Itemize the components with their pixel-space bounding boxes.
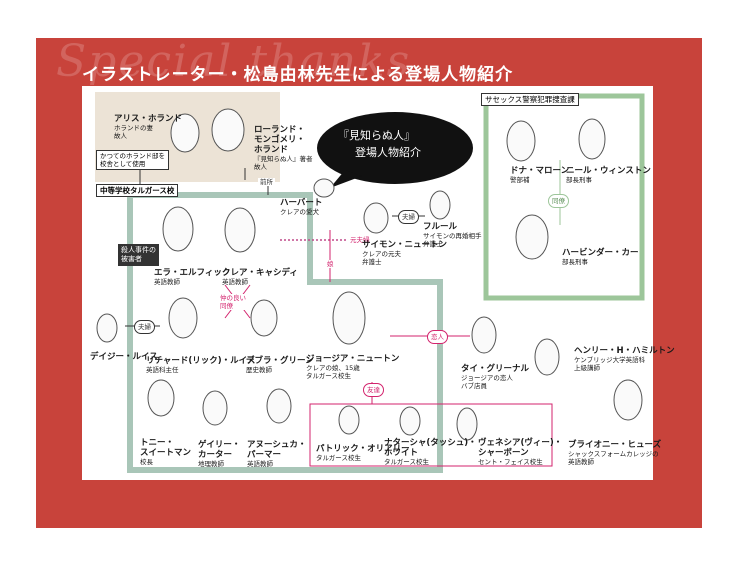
- portrait-tony: [147, 379, 175, 417]
- portrait-clare: [224, 207, 256, 253]
- sussex-police-label: サセックス警察犯罪捜査課: [481, 93, 579, 106]
- char-gary: ゲイリー・ カーター地理教師: [198, 440, 241, 468]
- speech-bubble: [317, 112, 473, 184]
- portrait-gary: [202, 390, 228, 426]
- char-venetia: ヴェネシア(ヴィー)・ シャーボーンセント・フェイス校生: [478, 438, 563, 466]
- char-roland: ローランド・ モンゴメリ・ ホランド『見知らぬ人』著者 故人: [254, 125, 313, 171]
- char-natasha: ナターシャ(タッシュ)・ ホワイトタルガース校生: [384, 438, 477, 466]
- murder-victim-label: 殺人事件の 被害者: [118, 244, 159, 266]
- school-box: [127, 192, 443, 473]
- portrait-debra: [250, 299, 278, 337]
- speech-line-1: 『見知らぬ人』: [338, 129, 415, 142]
- portrait-herbert: [313, 178, 335, 198]
- speech-tail: [330, 170, 362, 188]
- char-daisy: デイジー・ルイス: [90, 352, 158, 362]
- portrait-ella: [162, 206, 194, 252]
- portrait-simon: [363, 202, 389, 234]
- char-alice: アリス・ホランドホランドの妻 故人: [114, 114, 183, 140]
- portrait-neil: [578, 118, 606, 160]
- char-herbert: ハーバートクレアの愛犬: [280, 198, 323, 216]
- watermark-text: Special thanks: [56, 36, 412, 87]
- portrait-rick: [168, 297, 198, 339]
- char-ella: エラ・エルフィック英語教師: [154, 268, 231, 286]
- page-title: イラストレーター・松島由林先生による登場人物紹介: [82, 65, 514, 85]
- portrait-anastasia: [266, 388, 292, 424]
- colleague-tag-police: 同僚: [548, 194, 569, 208]
- portrait-ty: [471, 316, 497, 354]
- portrait-daisy: [96, 313, 118, 343]
- lovers-tag: 恋人: [427, 330, 448, 344]
- former-tag: 前所: [258, 178, 275, 186]
- char-clare: クレア・キャシディ英語教師: [222, 268, 298, 286]
- char-henry: ヘンリー・H・ハミルトンケンブリッジ大学英語科 上級講師: [574, 346, 675, 372]
- portrait-natasha: [399, 406, 421, 436]
- ex-couple-tag: 元夫婦: [348, 236, 372, 244]
- portrait-venetia: [456, 407, 478, 441]
- couple-tag-rick: 夫婦: [134, 320, 155, 334]
- portrait-georgia: [332, 291, 366, 345]
- couple-tag-simon: 夫婦: [398, 210, 419, 224]
- char-fleur: フルールサイモンの再婚相手 弁護士: [423, 222, 482, 248]
- char-debra: デブラ・グリーン歴史教師: [246, 356, 314, 374]
- portrait-alice: [170, 113, 200, 153]
- char-ty: タイ・グリーナルジョージアの恋人 バブ店員: [461, 364, 530, 390]
- close-colleague-tag: 仲の良い 同僚: [218, 294, 248, 310]
- friends-tag: 友達: [363, 383, 384, 397]
- portrait-bryony: [613, 379, 643, 421]
- char-harbinder: ハービンダー・カー部長刑事: [562, 248, 639, 266]
- daughter-tag: 娘: [325, 260, 336, 268]
- portrait-harbinder: [515, 214, 549, 260]
- portrait-henry: [534, 338, 560, 376]
- portrait-roland: [211, 108, 245, 152]
- char-donna: ドナ・マローン警部補: [510, 166, 570, 184]
- students-box: [309, 403, 553, 467]
- ownership-note: かつてのホランド邸を 校舎として使用: [96, 150, 169, 170]
- char-rick: リチャード(リック)・ルイス英語科主任: [146, 356, 256, 374]
- char-georgia: ジョージア・ニュートンクレアの娘、15歳 タルガース校生: [306, 354, 400, 380]
- char-neil: ニール・ウィンストン部長刑事: [566, 166, 651, 184]
- portrait-patrick: [338, 405, 360, 435]
- portrait-donna: [506, 120, 536, 162]
- char-simon: サイモン・ニュートンクレアの元夫 弁護士: [362, 240, 448, 266]
- char-anastasia: アヌーシュカ・ パーマー英語教師: [247, 440, 307, 468]
- char-patrick: パトリック・オリアリータルガース校生: [316, 444, 410, 462]
- char-tony: トニー・ スイートマン校長: [140, 438, 192, 466]
- char-bryony: ブライオニー・ヒューズシャックスフォームカレッジの 英語教師: [568, 440, 662, 466]
- portrait-fleur: [429, 190, 451, 220]
- talgarth-school-label: 中等学校タルガース校: [96, 184, 179, 197]
- speech-line-2: 登場人物紹介: [355, 146, 421, 159]
